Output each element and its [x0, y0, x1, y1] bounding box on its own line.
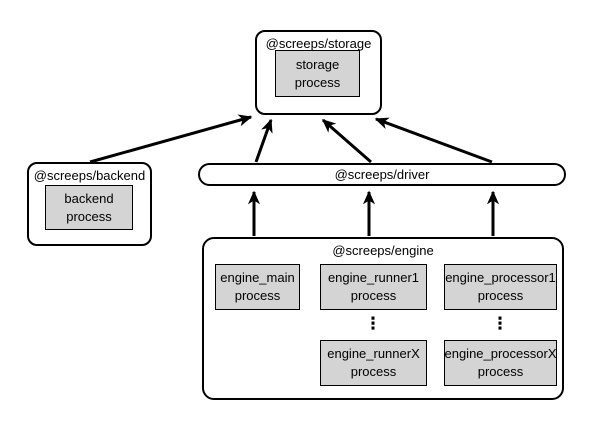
backend-label: @screeps/backend: [33, 168, 146, 183]
engine-processorx-process-box: engine_processorX process: [444, 340, 557, 386]
node-driver: @screeps/driver: [198, 163, 566, 186]
engine-processor1-process-label: engine_processor1 process: [445, 270, 556, 303]
storage-process-box: storage process: [275, 50, 360, 97]
edge-backend-to-storage: [89, 114, 253, 164]
processor-ellipsis-icon: ⋮: [491, 314, 509, 333]
edge-driver-to-storage-middle: [321, 118, 372, 164]
node-storage: @screeps/storage storage process: [255, 30, 382, 115]
storage-process-label: storage process: [294, 56, 341, 90]
engine-runnerx-process-box: engine_runnerX process: [320, 340, 427, 386]
engine-main-process-label: engine_main process: [220, 270, 295, 303]
backend-process-box: backend process: [45, 185, 133, 230]
edge-driver-to-storage-right: [374, 117, 493, 164]
engine-runnerx-process-label: engine_runnerX process: [327, 346, 420, 379]
driver-label: @screeps/driver: [334, 167, 430, 182]
node-backend: @screeps/backend backend process: [27, 162, 152, 246]
engine-processor1-process-box: engine_processor1 process: [444, 264, 557, 310]
storage-label: @screeps/storage: [265, 36, 372, 51]
runner-ellipsis-icon: ⋮: [364, 314, 382, 333]
engine-runner1-process-label: engine_runner1 process: [327, 270, 420, 303]
node-engine: @screeps/engine engine_main process engi…: [202, 237, 564, 400]
engine-processorx-process-label: engine_processorX process: [444, 346, 557, 379]
edge-driver-to-storage-left: [254, 118, 273, 163]
backend-process-label: backend process: [64, 190, 114, 224]
engine-label: @screeps/engine: [332, 243, 434, 258]
engine-runner1-process-box: engine_runner1 process: [320, 264, 427, 310]
engine-main-process-box: engine_main process: [215, 264, 300, 310]
